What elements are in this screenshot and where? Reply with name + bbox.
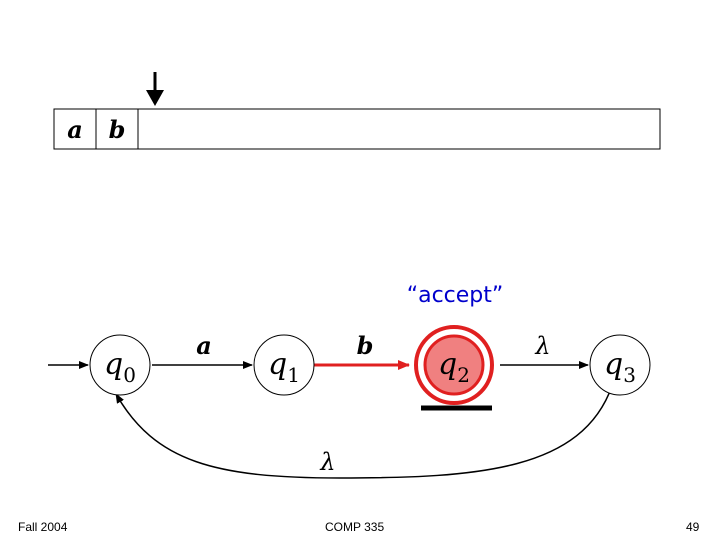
state-circle xyxy=(253,334,315,396)
read-head-arrow-icon xyxy=(146,72,164,106)
transition-q3-q0 xyxy=(115,385,613,479)
state-circle xyxy=(423,334,485,396)
transition-label: a xyxy=(196,331,212,360)
state-circle xyxy=(589,334,651,396)
state-label: q2 xyxy=(438,347,470,387)
transition-label: b xyxy=(357,331,374,360)
transition-label: λ xyxy=(534,332,550,360)
state-q2: q2 xyxy=(414,325,494,405)
state-q3: q3 xyxy=(589,334,651,396)
state-label: q0 xyxy=(104,347,136,387)
state-q1: q1 xyxy=(253,334,315,396)
footer-page-number: 49 xyxy=(686,520,700,534)
tape-outline xyxy=(53,108,661,150)
transition-label: λ xyxy=(319,448,335,476)
footer-left: Fall 2004 xyxy=(18,520,68,534)
footer-center: COMP 335 xyxy=(325,520,385,534)
state-label: q1 xyxy=(268,347,300,387)
state-circle xyxy=(89,334,151,396)
tape-cell-symbol: b xyxy=(109,115,126,144)
state-label: q3 xyxy=(604,347,636,387)
state-q0: q0 xyxy=(89,334,151,396)
tape-cell-symbol: a xyxy=(67,115,83,144)
accept-label: “accept” xyxy=(407,283,504,308)
tape: a b xyxy=(53,108,661,150)
